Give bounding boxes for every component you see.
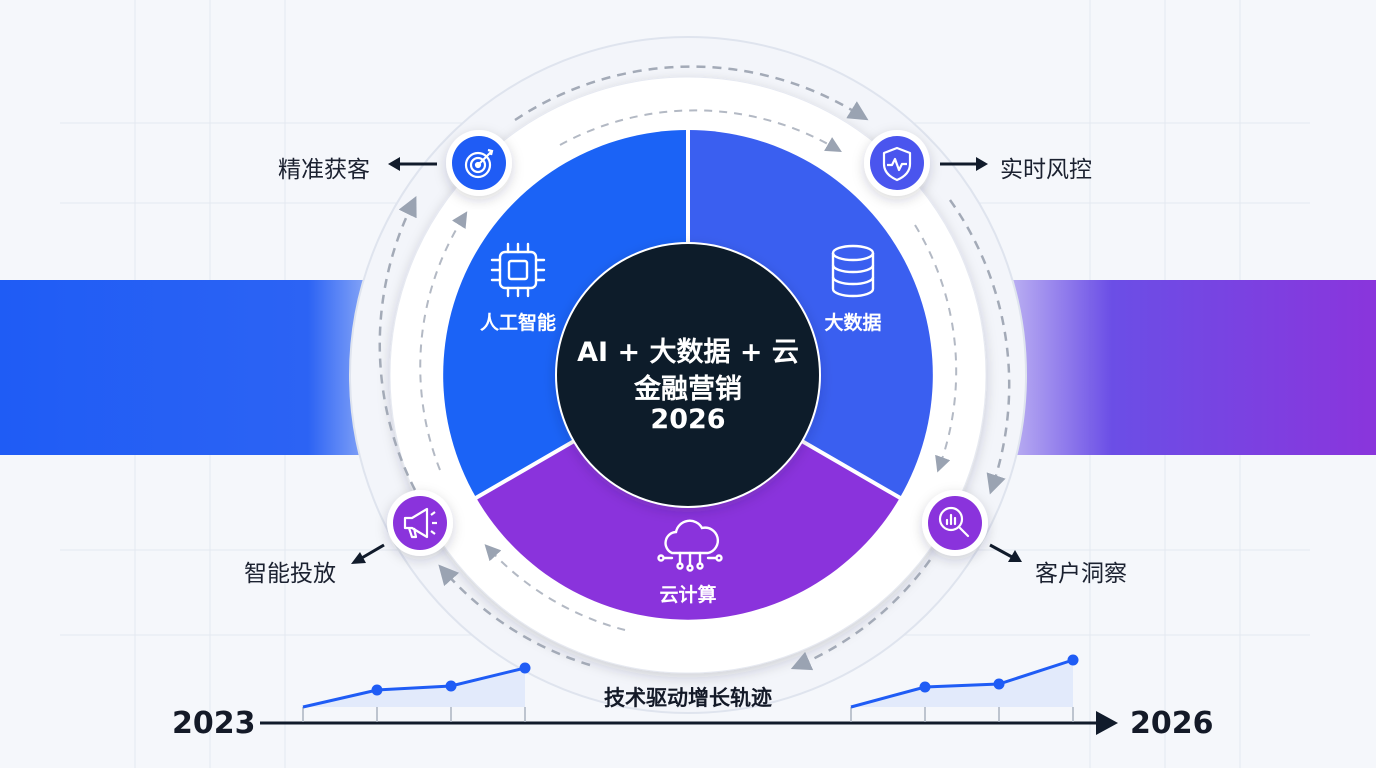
flow-arrow-top — [514, 65, 869, 122]
timeline-start-year: 2023 — [172, 706, 256, 741]
database-icon — [831, 244, 875, 298]
segment-label-ai: 人工智能 — [479, 312, 557, 334]
flow-arrow-left — [378, 196, 417, 491]
trend-area-right — [851, 660, 1073, 707]
center-title-line2: 金融营销 — [634, 374, 742, 405]
center-title-line3: 2026 — [650, 404, 726, 435]
timeline-ticks — [302, 707, 1074, 722]
shield-icon — [882, 146, 912, 182]
timeline-arrowhead — [1096, 711, 1118, 735]
trend-point — [993, 678, 1005, 690]
target-icon — [464, 148, 494, 179]
trend-point — [1067, 654, 1079, 666]
flow-arrow-left-inner — [419, 211, 468, 471]
flow-arrow-bottom-left — [438, 564, 591, 667]
node-precise-acquisition — [446, 130, 512, 196]
node-customer-insight — [922, 490, 988, 556]
flow-arrow-bottom — [790, 559, 932, 671]
segment-label-cloud: 云计算 — [659, 584, 717, 606]
trend-point — [919, 681, 931, 693]
center-title-line1: AI + 大数据 + 云 — [577, 337, 799, 368]
pointer-arrows — [351, 157, 1022, 564]
timeline-end-year: 2026 — [1130, 706, 1214, 741]
trend-point — [371, 684, 383, 696]
outcome-label-customer-insight: 客户洞察 — [1035, 561, 1127, 587]
trend-point — [519, 662, 531, 674]
megaphone-icon — [403, 507, 437, 539]
node-smart-ad — [387, 490, 453, 556]
node-realtime-risk — [864, 130, 930, 196]
trend-area-left — [303, 668, 525, 707]
segment-label-bigdata: 大数据 — [824, 312, 882, 334]
flow-arrow-right — [948, 199, 1011, 495]
outcome-label-realtime-risk: 实时风控 — [1000, 157, 1092, 183]
trend-line-right — [850, 658, 1074, 709]
center-hub — [555, 242, 821, 508]
chip-icon — [490, 242, 546, 298]
flow-arrow-right-inner — [914, 224, 958, 473]
trend-line-left — [302, 666, 526, 709]
magnifier-chart-icon — [938, 506, 970, 538]
timeline-title: 技术驱动增长轨迹 — [604, 686, 772, 710]
outcome-label-precise-acquisition: 精准获客 — [278, 157, 370, 183]
outcome-label-smart-ad: 智能投放 — [244, 561, 336, 587]
trend-point — [445, 680, 457, 692]
cloud-network-icon — [657, 519, 723, 572]
flow-arrow-bottom-inner — [484, 544, 626, 631]
